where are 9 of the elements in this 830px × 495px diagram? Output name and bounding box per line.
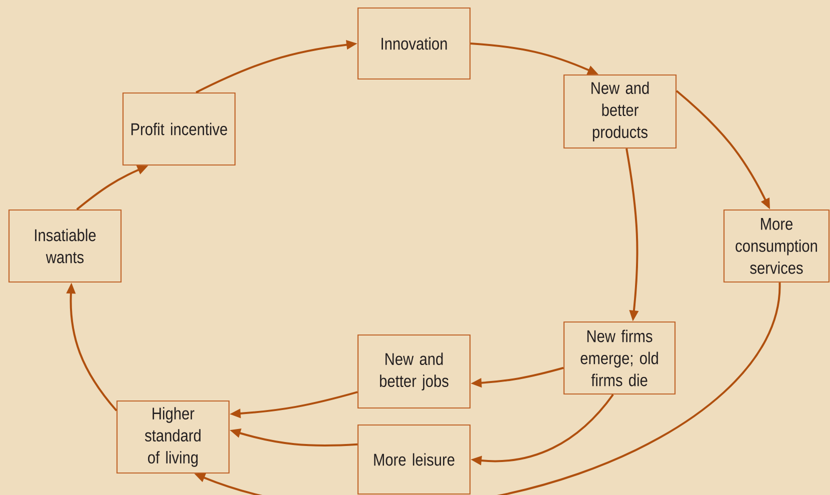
process-box: More consumption services: [723, 209, 830, 283]
process-box: Profit incentive: [122, 92, 236, 166]
process-box: More leisure: [357, 424, 471, 495]
process-box: New firms emerge; old firms die: [563, 321, 676, 395]
process-box: Higher standard of living: [116, 400, 230, 474]
process-box: New and better products: [563, 74, 677, 149]
process-box: New and better jobs: [357, 334, 471, 409]
process-box: Insatiable wants: [8, 209, 122, 283]
process-box: Innovation: [357, 7, 471, 80]
